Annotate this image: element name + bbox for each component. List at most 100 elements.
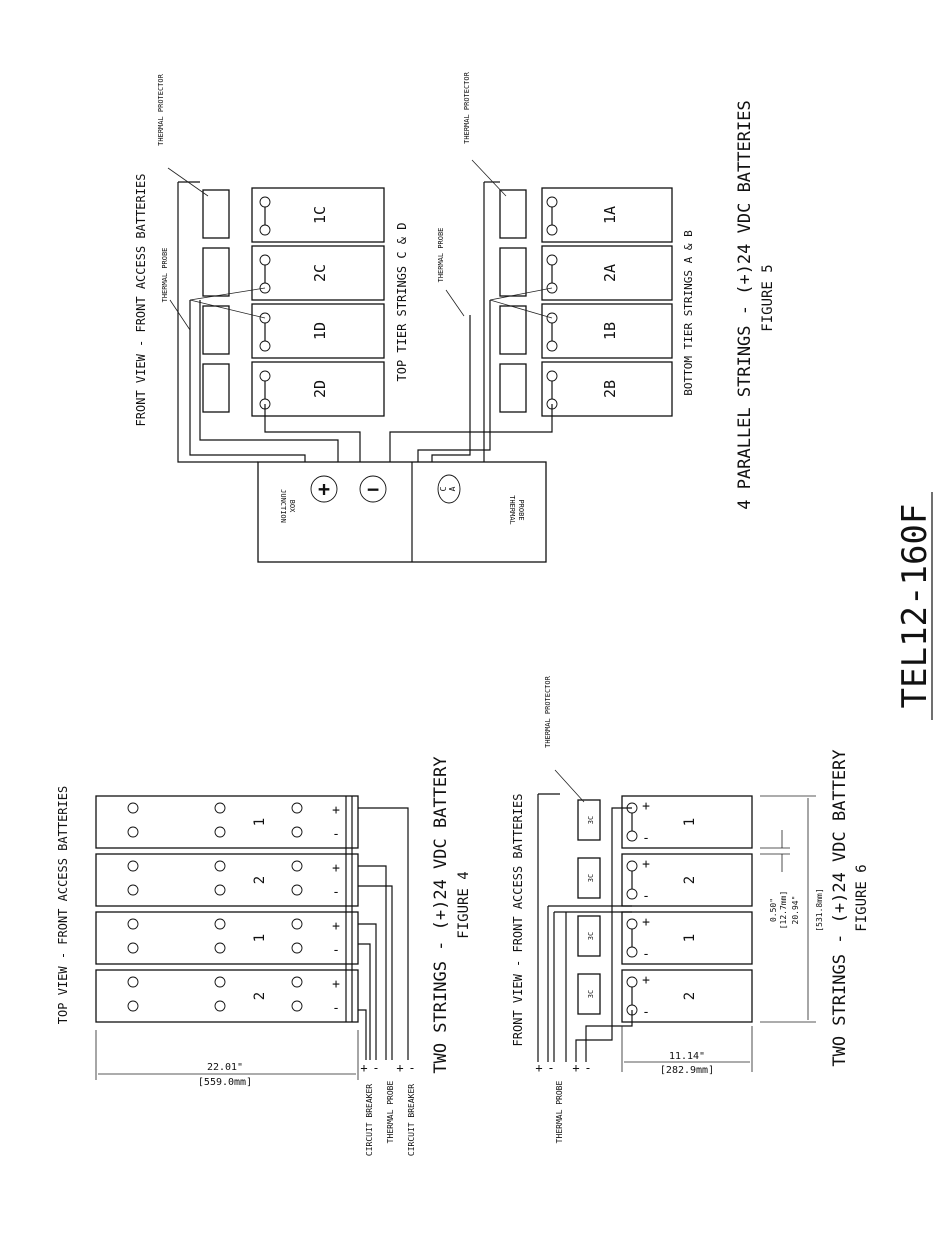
battery-label-1c: 1C	[311, 206, 329, 224]
fig6-enclosure	[537, 793, 560, 1062]
fig4-circuit-breaker-1: CIRCUIT BREAKER	[365, 1084, 374, 1156]
svg-text:+: +	[642, 915, 650, 930]
fig6-height-dimension	[760, 795, 816, 1023]
battery-label-2c: 2C	[311, 264, 329, 282]
fig5-bottom-tier-label: BOTTOM TIER STRINGS A & B	[682, 230, 695, 396]
junction-box: + − C A JUNCTION BOX THERMAL PROBE	[257, 461, 547, 563]
fig6-dim-height-mm: [531.8mm]	[815, 888, 824, 931]
fig6-minus-right: -	[584, 1061, 591, 1075]
battery-label-2b: 2B	[601, 380, 619, 398]
junction-box-label-1: JUNCTION	[279, 489, 287, 523]
fig5-thermal-protector-a: THERMAL PROTECTOR	[157, 73, 165, 145]
svg-text:+: +	[332, 977, 340, 992]
probe-ca-c: C	[439, 486, 448, 491]
fig6-thermal-probe: THERMAL PROBE	[555, 1081, 564, 1144]
fig6-dim-width-mm: [282.9mm]	[660, 1065, 714, 1076]
fig6-title: TWO STRINGS - (+)24 VDC BATTERY	[830, 749, 850, 1066]
fig6-dim-gap: 0.50"	[769, 898, 778, 922]
svg-text:-: -	[332, 827, 340, 842]
fig6-battery-label-2: 2	[682, 876, 698, 884]
fig5-thermal-probe-b: THERMAL PROBE	[437, 228, 445, 283]
fig6-battery-label-3: 1	[682, 934, 698, 942]
battery-label-1a: 1A	[601, 206, 619, 224]
fig4-thermal-probe: THERMAL PROBE	[386, 1081, 395, 1144]
fig6-thermal-protector: THERMAL PROTECTOR	[544, 675, 552, 747]
fig6-batteries: + - + - + - + - 1 2 1 2	[621, 795, 753, 1023]
model-title-block: TEL12-160F	[895, 492, 935, 720]
figure-6: 3C 3C 3C 3C + - + - + - +	[511, 675, 870, 1143]
fig4-battery-label-1: 1	[252, 818, 268, 826]
fig4-wiring	[345, 796, 409, 1060]
fig6-dim-width: 11.14"	[669, 1051, 705, 1062]
fig4-figure-label: FIGURE 4	[456, 871, 472, 938]
fig4-minus-left: -	[372, 1061, 379, 1075]
svg-text:+: +	[332, 803, 340, 818]
bottom-tier-batteries: 1A 2A 1B 2B	[541, 187, 673, 417]
figure-5: 1C 2C 1D 2D 1A 2A 1B	[134, 71, 776, 563]
fig6-plus-left: +	[535, 1061, 542, 1075]
fig4-plus-left: +	[360, 1061, 367, 1075]
fig4-title: TWO STRINGS - (+)24 VDC BATTERY	[431, 756, 451, 1073]
fig4-polarity-marks: + - + - + - + -	[332, 803, 340, 1016]
fig5-figure-label: FIGURE 5	[760, 264, 776, 331]
fig6-plus-right: +	[572, 1061, 579, 1075]
fig5-thermal-probe-a: THERMAL PROBE	[161, 248, 169, 303]
probe-box-label-2: PROBE	[517, 499, 525, 520]
fig6-terminals	[626, 802, 638, 1016]
probe-ca-terminal	[437, 474, 461, 504]
fig4-batteries: 1 2 1 2 + - + - + - + -	[95, 795, 359, 1023]
fig6-polarity-marks: + - + - + - + -	[642, 799, 650, 1020]
junction-box-label-2: BOX	[288, 500, 296, 513]
svg-text:3C: 3C	[587, 874, 595, 882]
svg-text:+: +	[642, 799, 650, 814]
svg-text:3C: 3C	[587, 816, 595, 824]
fig4-circuit-breaker-2: CIRCUIT BREAKER	[407, 1084, 416, 1156]
svg-text:-: -	[332, 885, 340, 900]
figure-4: 1 2 1 2 + - + - + - + - 22.01"	[56, 756, 472, 1156]
fig4-battery-label-2: 2	[252, 876, 268, 884]
battery-label-2a: 2A	[601, 264, 619, 282]
junction-plus-label: +	[318, 477, 330, 501]
svg-text:+: +	[642, 857, 650, 872]
model-title: TEL12-160F	[895, 504, 935, 709]
fig6-wiring	[547, 807, 633, 1062]
fig5-title: 4 PARALLEL STRINGS - (+)24 VDC BATTERIES	[735, 100, 755, 509]
fig4-minus-right: -	[408, 1061, 415, 1075]
fig6-front-view-label: FRONT VIEW - FRONT ACCESS BATTERIES	[511, 794, 525, 1047]
fig6-width-dimension	[621, 1026, 753, 1072]
svg-text:+: +	[332, 861, 340, 876]
battery-label-1d: 1D	[311, 322, 329, 340]
fig6-minus-left: -	[547, 1061, 554, 1075]
fig4-top-view-label: TOP VIEW - FRONT ACCESS BATTERIES	[56, 786, 70, 1024]
svg-text:-: -	[642, 947, 650, 962]
svg-text:-: -	[332, 1001, 340, 1016]
fig6-battery-label-4: 2	[682, 992, 698, 1000]
svg-text:-: -	[642, 1005, 650, 1020]
fig6-dim-gap-mm: [12.7mm]	[779, 891, 788, 930]
svg-text:3C: 3C	[587, 990, 595, 998]
top-tier-batteries: 1C 2C 1D 2D	[251, 187, 385, 417]
fig4-plus-right: +	[396, 1061, 403, 1075]
fig4-dimension-line	[95, 1030, 359, 1080]
fig6-figure-label: FIGURE 6	[854, 864, 870, 931]
fig4-dim-mm: [559.0mm]	[198, 1077, 252, 1088]
probe-box-label-1: THERMAL	[508, 495, 516, 525]
svg-text:-: -	[642, 831, 650, 846]
bottom-tier-terminals	[546, 196, 558, 410]
top-tier-terminals	[259, 196, 271, 410]
junction-minus-label: −	[367, 477, 379, 501]
battery-label-1b: 1B	[601, 322, 619, 340]
fig5-thermal-protector-b: THERMAL PROTECTOR	[463, 71, 471, 143]
junction-plus-terminal	[310, 475, 338, 503]
battery-label-2d: 2D	[311, 380, 329, 398]
svg-text:-: -	[332, 943, 340, 958]
fig5-front-view-label: FRONT VIEW - FRONT ACCESS BATTERIES	[134, 174, 148, 427]
svg-text:-: -	[642, 889, 650, 904]
svg-text:+: +	[332, 919, 340, 934]
svg-text:+: +	[642, 973, 650, 988]
fig6-gap-dimension	[760, 830, 790, 872]
fig6-protectors: 3C 3C 3C 3C	[577, 799, 601, 1015]
fig5-top-tier-label: TOP TIER STRINGS C & D	[395, 223, 409, 382]
fig6-battery-label-1: 1	[682, 818, 698, 826]
